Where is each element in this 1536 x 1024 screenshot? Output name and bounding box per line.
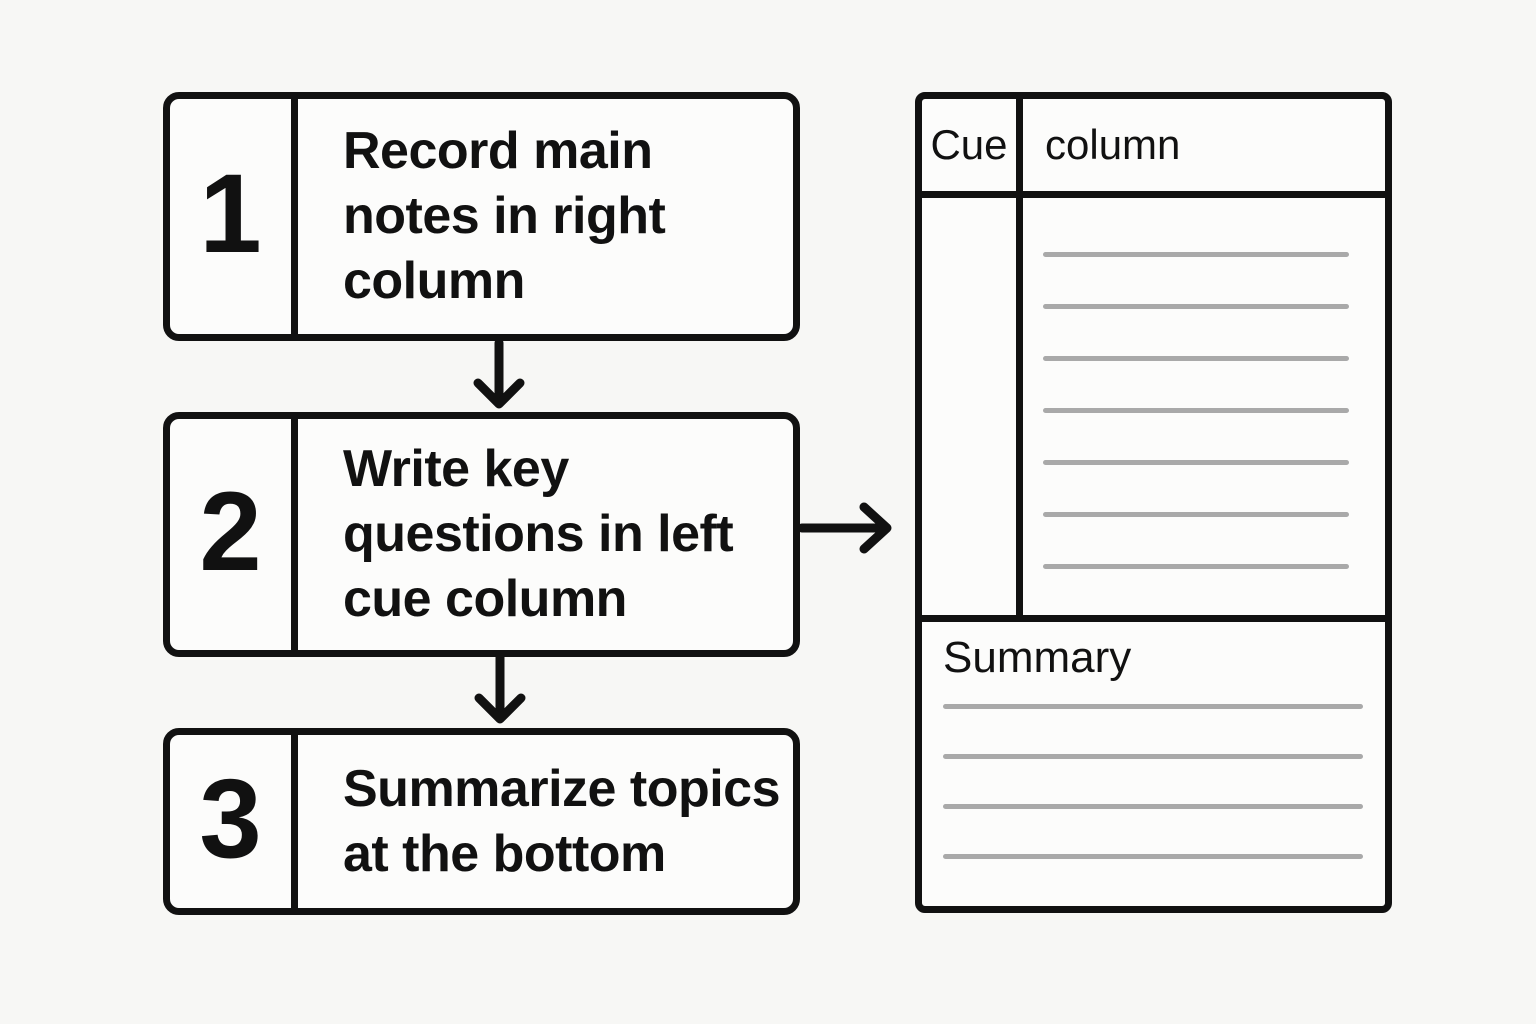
cue-column-area [922, 198, 1023, 615]
ruled-line [1043, 408, 1349, 413]
page-body [922, 198, 1385, 622]
page-header: Cue column [922, 99, 1385, 198]
ruled-line [943, 854, 1363, 859]
ruled-line [1043, 512, 1349, 517]
notes-area [1023, 198, 1385, 615]
arrow-step2-to-page [800, 502, 892, 554]
ruled-line [1043, 564, 1349, 569]
ruled-line [943, 804, 1363, 809]
arrow-step2-to-step3 [474, 655, 526, 724]
ruled-line [1043, 460, 1349, 465]
step-2-number: 2 [170, 419, 298, 650]
cue-header-cell: Cue [922, 99, 1023, 191]
step-1-box: 1 Record main notes in right column [163, 92, 800, 341]
step-2-text: Write key questions in left cue column [343, 440, 734, 628]
summary-label: Summary [943, 633, 1132, 682]
step-2-box: 2 Write key questions in left cue column [163, 412, 800, 657]
ruled-line [1043, 304, 1349, 309]
ruled-line [1043, 356, 1349, 361]
step-1-number: 1 [170, 99, 298, 334]
column-header-cell: column [1045, 121, 1181, 168]
summary-lines [943, 704, 1385, 859]
step-3-number: 3 [170, 735, 298, 908]
arrow-step1-to-step2 [473, 341, 525, 409]
ruled-line [943, 754, 1363, 759]
step-3-box: 3 Summarize topics at the bottom [163, 728, 800, 915]
cornell-page: Cue column Summary [915, 92, 1392, 913]
ruled-line [1043, 252, 1349, 257]
step-1-text: Record main notes in right column [343, 122, 666, 310]
summary-section: Summary [922, 622, 1385, 906]
ruled-line [943, 704, 1363, 709]
step-3-text: Summarize topics at the bottom [343, 759, 781, 883]
